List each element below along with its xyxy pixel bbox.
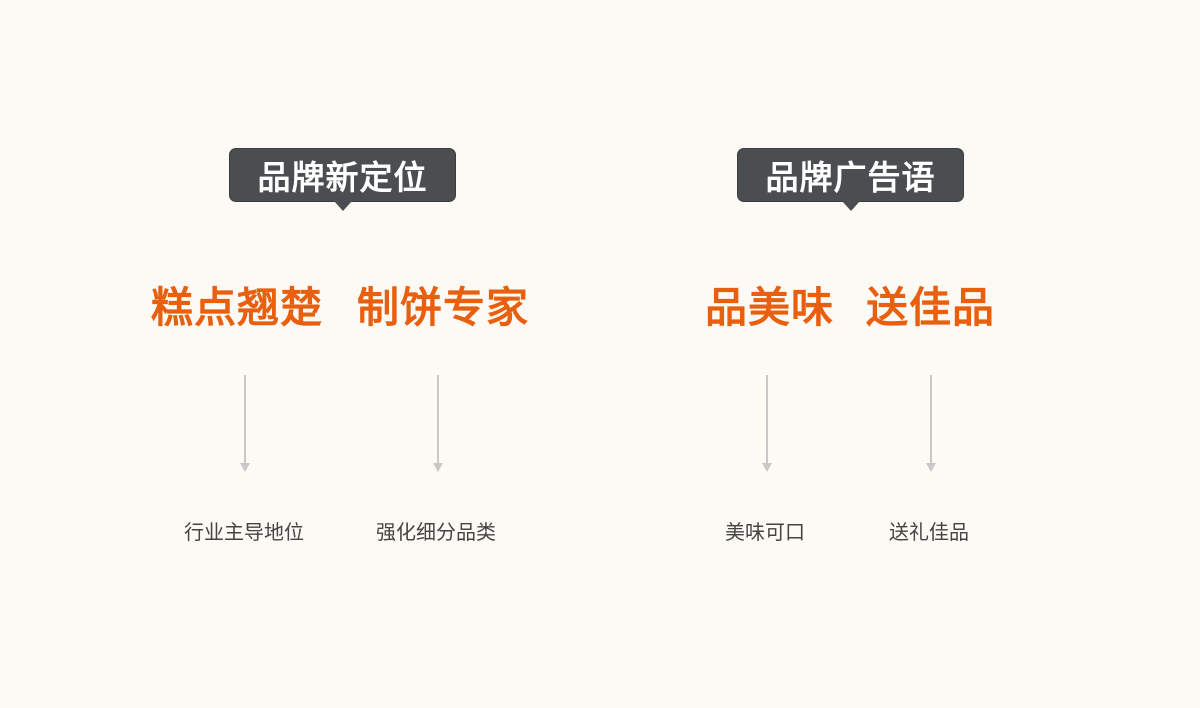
down-arrow-icon xyxy=(762,375,772,472)
right-sub-1: 美味可口 xyxy=(725,520,805,544)
left-title: 品牌新定位 xyxy=(257,158,428,197)
bubble-tail-icon xyxy=(841,201,860,211)
right-headline-1: 品美味 xyxy=(705,283,835,332)
bubble-tail-icon xyxy=(333,201,352,211)
right-headline-2: 送佳品 xyxy=(866,283,996,332)
down-arrow-icon xyxy=(433,375,443,472)
down-arrow-icon xyxy=(926,375,936,472)
left-headline-2: 制饼专家 xyxy=(357,283,530,332)
right-title-bubble: 品牌广告语 xyxy=(737,148,964,211)
left-headline-1: 糕点翘楚 xyxy=(151,283,324,332)
left-title-bubble: 品牌新定位 xyxy=(229,148,456,211)
left-sub-1: 行业主导地位 xyxy=(184,520,304,544)
right-title: 品牌广告语 xyxy=(765,158,936,197)
down-arrow-icon xyxy=(240,375,250,472)
left-sub-2: 强化细分品类 xyxy=(376,520,496,544)
right-sub-2: 送礼佳品 xyxy=(889,520,969,544)
